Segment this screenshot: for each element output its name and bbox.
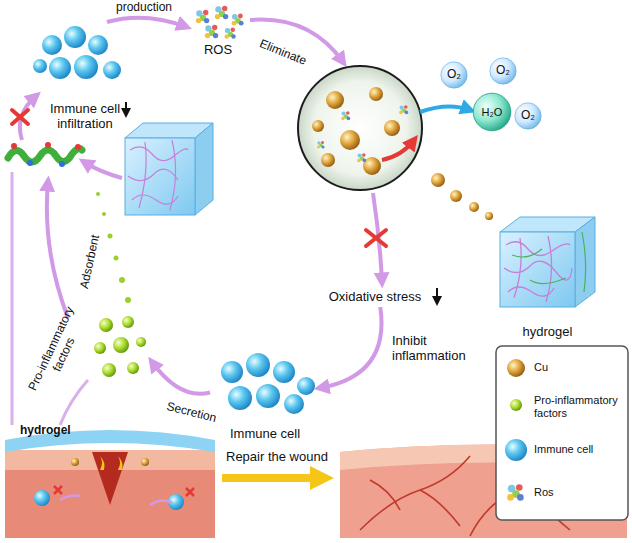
annotation-label: Eliminate xyxy=(257,37,308,68)
bubble-label: O₂ xyxy=(447,68,461,82)
diagram-node: Pro-inflammatory factors xyxy=(26,308,152,398)
edge-label: production xyxy=(116,1,172,15)
node-label: ROS xyxy=(204,43,232,58)
flow-line xyxy=(60,380,88,425)
wounded-skin xyxy=(5,430,215,538)
hydrogel-cube xyxy=(500,217,595,307)
node-label: hydrogel xyxy=(523,325,573,340)
diagram-node: H₂O xyxy=(472,92,512,132)
node-label: Immune cell infiltration xyxy=(44,102,126,132)
decrease-arrow xyxy=(125,102,127,114)
immune-cell-cluster xyxy=(33,26,121,79)
annotation-label: Repair the wound xyxy=(226,450,328,465)
adsorbed-chain xyxy=(8,142,82,167)
annotation-label: Adsorbent xyxy=(78,234,103,290)
legend-text: Cu xyxy=(534,361,624,374)
edge-label: Inhibit inflammation xyxy=(392,334,484,364)
diagram-node: Immune cell xyxy=(210,352,320,442)
conversion-arrow xyxy=(420,106,470,112)
node-label: Immune cell xyxy=(230,427,300,442)
diagram-node: O₂ xyxy=(489,57,517,85)
scavenging-circle xyxy=(298,66,422,190)
hydrogel-cube xyxy=(125,123,213,215)
copper-trail xyxy=(431,173,493,220)
flow-connector xyxy=(152,362,210,394)
block-mark xyxy=(12,110,28,124)
bubble-label: H₂O xyxy=(482,106,503,119)
node-label: Oxidative stress xyxy=(329,290,421,305)
node-label: Pro-inflammatory factors xyxy=(26,304,90,399)
block-mark xyxy=(366,230,386,246)
flow-arrow xyxy=(84,162,122,178)
immune-cell-cluster xyxy=(221,353,315,414)
flow-connector xyxy=(107,18,186,27)
decrease-arrow xyxy=(436,288,438,302)
legend-box xyxy=(496,346,628,520)
diagram-node: hydrogel xyxy=(495,210,600,340)
legend-text: Immune cell xyxy=(534,443,624,456)
legend-text: Ros xyxy=(534,486,624,499)
annotation-label: hydrogel xyxy=(20,424,71,438)
ros-cluster xyxy=(196,6,244,39)
diagram-node: Immune cell infiltration xyxy=(30,22,140,132)
bubble-label: O₂ xyxy=(521,109,535,123)
edge-label: Secretion xyxy=(165,400,218,426)
diagram-node: Oxidative stress xyxy=(322,287,428,307)
diagram-node: ROS xyxy=(186,4,250,58)
flow-arrow xyxy=(47,182,68,318)
diagram-node: O₂ xyxy=(514,102,542,130)
flow-line xyxy=(11,172,14,425)
pro-inflammatory-dots xyxy=(94,316,146,377)
legend-text: Pro-inflammatory factors xyxy=(534,394,624,419)
flow-connector xyxy=(320,307,382,388)
diagram-node: O₂ xyxy=(440,61,468,89)
repair-arrow xyxy=(222,474,322,482)
bubble-label: O₂ xyxy=(496,64,510,78)
